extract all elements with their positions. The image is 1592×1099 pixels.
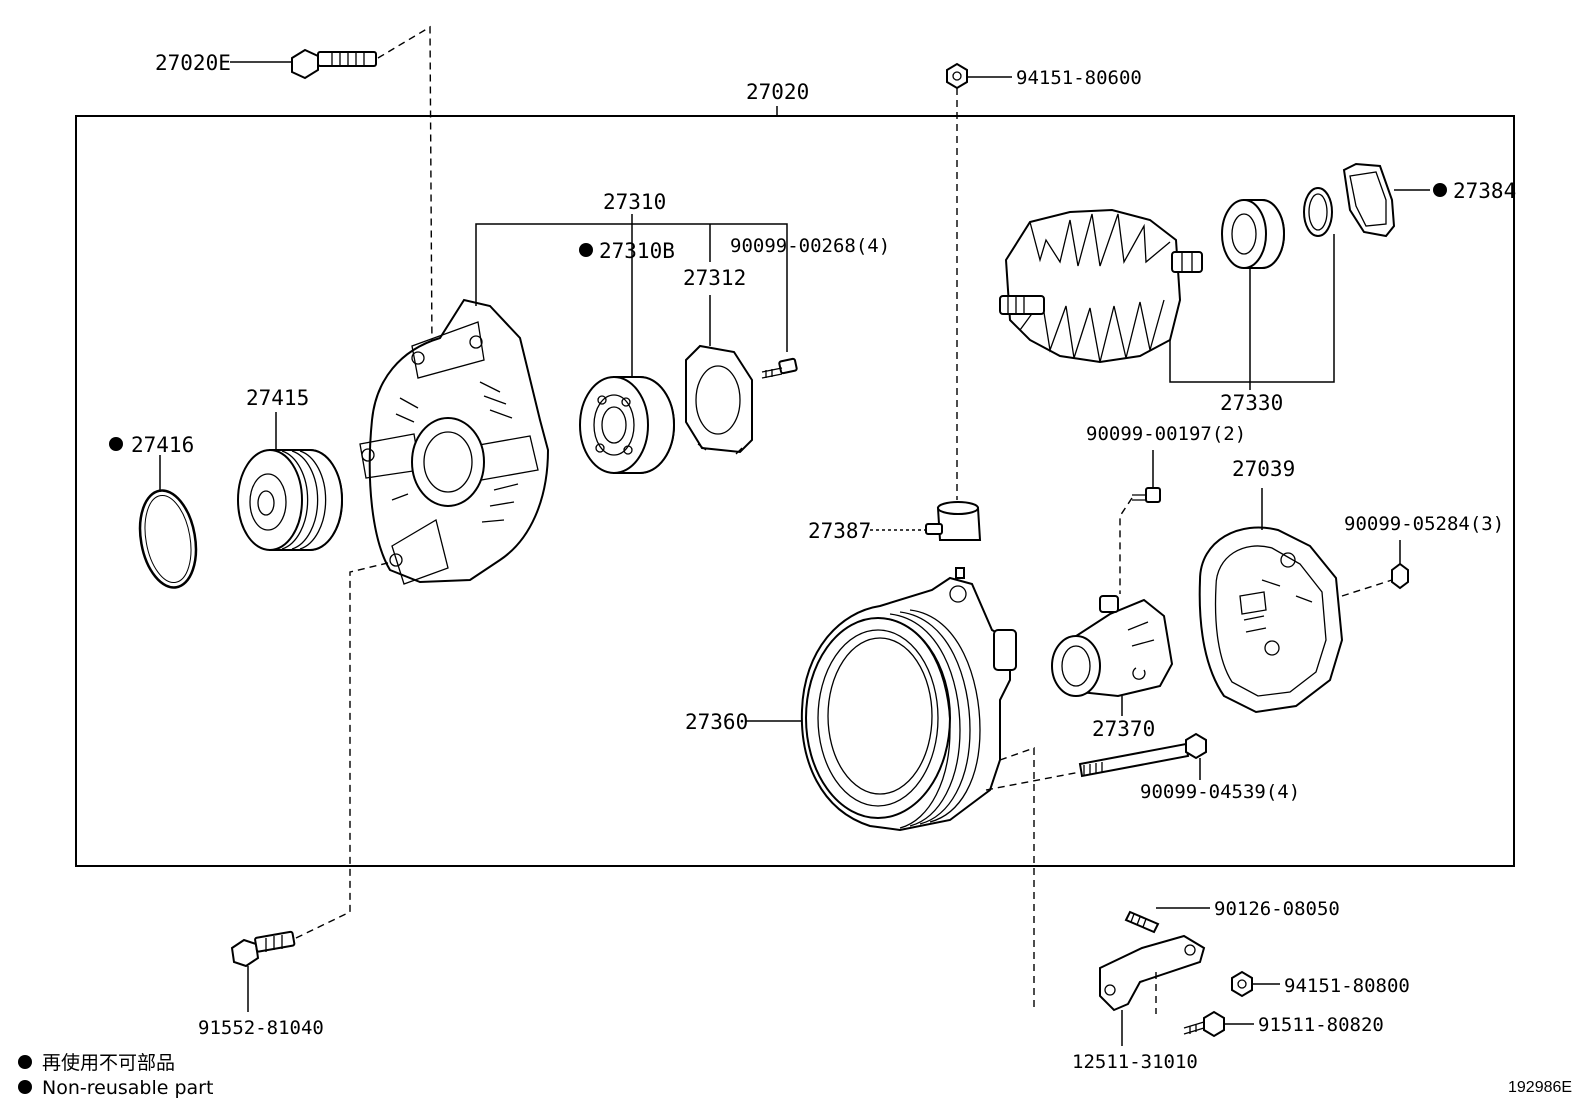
brush-holder-27370-icon (1051, 595, 1174, 698)
nut-94151-80800-icon (1231, 970, 1253, 998)
label-27415: 27415 (246, 386, 309, 410)
rotor-27330-icon (999, 208, 1203, 364)
nut-90099-05284-icon (1391, 562, 1409, 590)
label-27020e: 27020E (155, 51, 231, 75)
drive-end-frame-icon (359, 298, 550, 585)
bolt-91552-81040-icon (230, 930, 296, 968)
label-90099-05284: 90099-05284(3) (1344, 513, 1504, 535)
label-27416: 27416 (131, 433, 194, 457)
o-ring-27416-icon (138, 489, 198, 589)
rotor-ring-icon (1303, 187, 1333, 237)
non-reusable-dot (1433, 183, 1447, 197)
label-91552-81040: 91552-81040 (198, 1017, 324, 1039)
insulator-27387-icon (925, 501, 982, 541)
rotor-bearing-icon (1221, 199, 1285, 269)
label-27310b: 27310B (599, 239, 675, 263)
bolt-27020e-icon (291, 48, 377, 80)
label-12511-31010: 12511-31010 (1072, 1051, 1198, 1073)
label-27370: 27370 (1092, 717, 1155, 741)
rear-cover-27039-icon (1198, 526, 1344, 714)
screw-90099-00197-icon (1132, 487, 1161, 503)
nut-94151-80600-icon (946, 62, 968, 90)
assembly-frame (75, 115, 1515, 867)
screw-90099-00268-icon (761, 357, 798, 379)
label-27312: 27312 (683, 266, 746, 290)
label-90126-08050: 90126-08050 (1214, 898, 1340, 920)
stator-27360-icon (800, 567, 1017, 832)
label-90099-00197: 90099-00197(2) (1086, 423, 1246, 445)
label-90099-00268: 90099-00268(4) (730, 235, 890, 257)
label-94151-80600: 94151-80600 (1016, 67, 1142, 89)
retainer-plate-27312-icon (685, 344, 753, 455)
legend-dot-icon (18, 1080, 32, 1094)
through-bolt-90099-04539-icon (1078, 732, 1207, 778)
legend-japanese: 再使用不可部品 (42, 1052, 175, 1074)
bearing-27310b-icon (579, 376, 675, 474)
pulley-27415-icon (237, 449, 343, 551)
label-27039: 27039 (1232, 457, 1295, 481)
non-reusable-dot (109, 437, 123, 451)
bracket-12511-31010-icon (1099, 934, 1206, 1012)
label-90099-04539: 90099-04539(4) (1140, 781, 1300, 803)
legend-english: Non-reusable part (42, 1077, 213, 1099)
label-27387: 27387 (808, 519, 871, 543)
label-94151-80800: 94151-80800 (1284, 975, 1410, 997)
label-27310: 27310 (603, 190, 666, 214)
label-27020: 27020 (746, 80, 809, 104)
label-27384: 27384 (1453, 179, 1516, 203)
label-27360: 27360 (685, 710, 748, 734)
non-reusable-dot (579, 243, 593, 257)
stud-90126-08050-icon (1124, 910, 1160, 934)
cover-27384-icon (1342, 162, 1396, 238)
label-91511-80820: 91511-80820 (1258, 1014, 1384, 1036)
diagram-code: 192986E (1508, 1079, 1572, 1096)
label-27330: 27330 (1220, 391, 1283, 415)
bolt-91511-80820-icon (1183, 1010, 1225, 1038)
legend-dot-icon (18, 1055, 32, 1069)
